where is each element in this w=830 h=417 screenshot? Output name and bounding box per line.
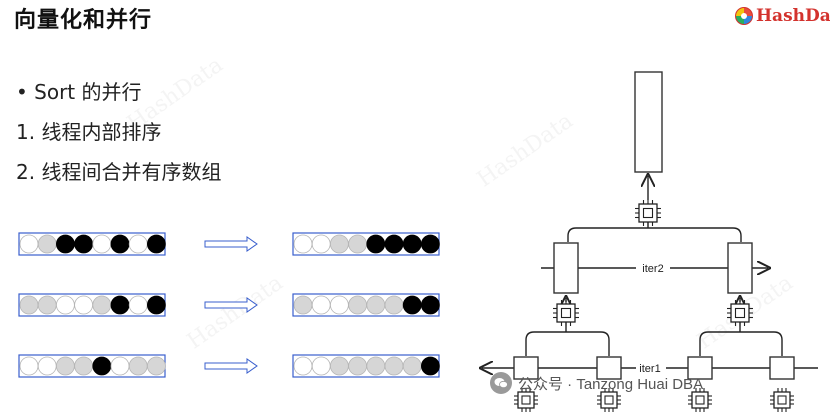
array-element-circle <box>146 234 166 254</box>
cpu-chip-icon <box>514 388 538 412</box>
array-element-circle <box>384 234 404 254</box>
thread-block-level1 <box>769 356 795 380</box>
sorted-array <box>292 354 440 378</box>
bullet-sort-parallel: • Sort 的并行 <box>16 80 142 104</box>
sorted-array <box>292 293 440 317</box>
thread-block-level2-right <box>727 242 753 294</box>
cpu-chip-icon <box>553 300 579 326</box>
array-element-circle <box>293 234 313 254</box>
thread-block-level1 <box>513 356 539 380</box>
array-element-circle <box>92 234 112 254</box>
thread-block-level2-left <box>553 242 579 294</box>
array-element-circle <box>74 356 93 376</box>
array-element-circle <box>420 234 440 254</box>
array-element-circle <box>329 234 349 254</box>
unsorted-array <box>18 354 166 378</box>
transform-arrow-icon <box>204 236 258 252</box>
array-element-circle <box>366 295 386 315</box>
footer-wechat-credit: 公众号 · Tanzong Huai DBA <box>490 372 703 394</box>
array-element-circle <box>402 295 422 315</box>
thread-block-level1 <box>596 356 622 380</box>
array-element-circle <box>56 356 75 376</box>
array-element-circle <box>146 356 166 376</box>
transform-arrow-icon <box>204 358 258 374</box>
page-title: 向量化和并行 <box>14 8 153 33</box>
array-element-circle <box>37 234 57 254</box>
array-element-circle <box>402 234 422 254</box>
array-element-circle <box>420 356 440 376</box>
merge-bracket-top <box>567 227 742 242</box>
iter2-label: iter2 <box>642 263 663 275</box>
array-element-circle <box>128 356 148 376</box>
merge-bracket-right <box>699 331 783 356</box>
array-element-circle <box>110 356 130 376</box>
array-element-circle <box>329 295 349 315</box>
array-element-circle <box>92 356 112 376</box>
array-element-circle <box>128 234 148 254</box>
cpu-chip-icon <box>635 200 661 226</box>
array-element-circle <box>366 356 386 376</box>
array-element-circle <box>384 295 404 315</box>
array-element-circle <box>74 295 93 315</box>
array-element-circle <box>329 356 349 376</box>
array-rows <box>18 232 440 378</box>
array-element-circle <box>311 234 331 254</box>
bullet-intra-thread-sort: 1. 线程内部排序 <box>16 120 162 144</box>
array-element-circle <box>19 295 39 315</box>
merged-array-block <box>634 71 663 173</box>
iter1-label: iter1 <box>639 363 660 375</box>
cpu-chip-icon <box>597 388 621 412</box>
array-element-circle <box>293 295 313 315</box>
transform-arrow-icon <box>204 297 258 313</box>
array-element-circle <box>311 356 331 376</box>
cpu-chip-icon <box>688 388 712 412</box>
array-element-circle <box>74 234 93 254</box>
array-element-circle <box>19 356 39 376</box>
array-element-circle <box>56 234 75 254</box>
cpu-chip-icon <box>727 300 753 326</box>
array-element-circle <box>384 356 404 376</box>
array-element-circle <box>37 295 57 315</box>
cpu-chip-icon <box>770 388 794 412</box>
array-element-circle <box>110 295 130 315</box>
logo-icon <box>735 7 753 25</box>
array-element-circle <box>56 295 75 315</box>
array-element-circle <box>420 295 440 315</box>
array-element-circle <box>19 234 39 254</box>
array-element-circle <box>146 295 166 315</box>
wechat-icon <box>490 372 512 394</box>
array-element-circle <box>348 356 368 376</box>
array-element-circle <box>366 234 386 254</box>
unsorted-array <box>18 232 166 256</box>
array-element-circle <box>293 356 313 376</box>
logo-text: HashData <box>756 6 830 26</box>
array-element-circle <box>402 356 422 376</box>
sorted-array <box>292 232 440 256</box>
footer-text: 公众号 · Tanzong Huai DBA <box>518 375 704 393</box>
array-element-circle <box>348 234 368 254</box>
array-element-circle <box>348 295 368 315</box>
hashdata-logo: HashData <box>735 6 830 26</box>
array-element-circle <box>110 234 130 254</box>
bullet-inter-thread-merge: 2. 线程间合并有序数组 <box>16 160 222 184</box>
array-element-circle <box>128 295 148 315</box>
array-element-circle <box>37 356 57 376</box>
merge-bracket-left <box>525 331 610 356</box>
merge-tree: iter2 iter1 <box>482 71 818 412</box>
thread-block-level1 <box>687 356 713 380</box>
array-element-circle <box>92 295 112 315</box>
array-element-circle <box>311 295 331 315</box>
unsorted-array <box>18 293 166 317</box>
